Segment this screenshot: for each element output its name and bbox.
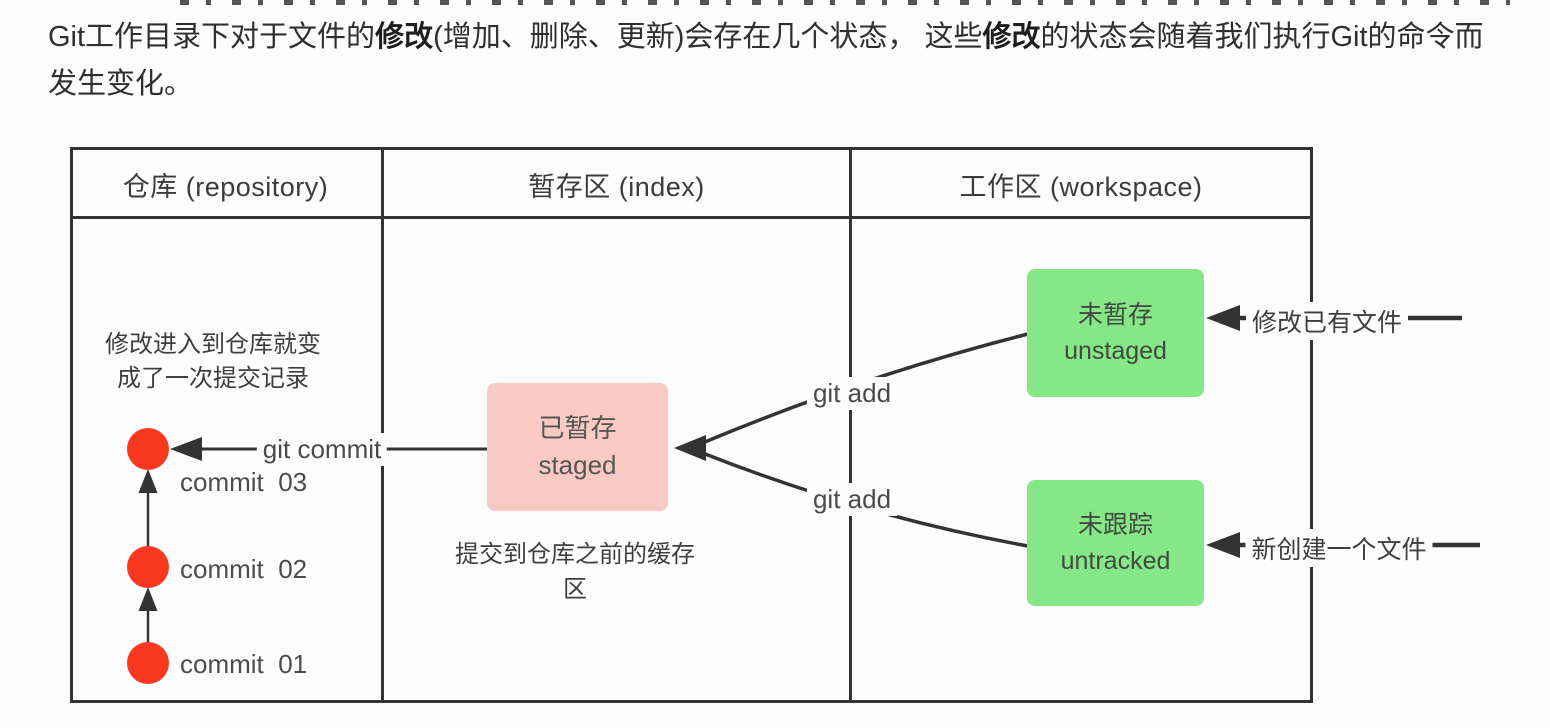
commit-03-label: commit 03 [180, 467, 308, 497]
column-divider-index-workspace [849, 147, 852, 700]
header-separator-line [70, 216, 1313, 219]
untracked-box-label-en: untracked [1060, 547, 1171, 575]
git-add-label-top: git add [806, 377, 898, 410]
intro-text: 发生变化。 [48, 68, 194, 100]
diagram-outer-border [70, 147, 1313, 703]
column-header-workspace: 工作区 (workspace) [959, 171, 1203, 202]
repository-note-line2: 成了一次提交记录 [117, 365, 309, 392]
commit-02-label: commit 02 [180, 554, 308, 584]
repository-note-line1: 修改进入到仓库就变 [105, 331, 321, 358]
staged-box-label-en: staged [538, 450, 617, 480]
unstaged-box-label-en: unstaged [1064, 337, 1167, 365]
intro-text: Git工作目录下对于文件的 [48, 21, 376, 53]
intro-text: 的状态会随着我们执行Git的命令而 [1040, 21, 1484, 53]
untracked-box-label-cn: 未跟踪 [1077, 511, 1153, 539]
git-commit-label: git commit [256, 433, 388, 466]
modify-existing-file-label: 修改已有文件 [1245, 302, 1409, 340]
unstaged-box-label-cn: 未暂存 [1077, 301, 1153, 329]
staged-box: 已暂存 staged [487, 383, 668, 511]
git-add-label-bottom: git add [806, 483, 898, 516]
intro-text: (增加、删除、更新)会存在几个状态， 这些 [433, 21, 983, 53]
intro-paragraph: Git工作目录下对于文件的修改(增加、删除、更新)会存在几个状态， 这些修改的状… [48, 14, 1518, 108]
create-new-file-label: 新创建一个文件 [1245, 529, 1433, 567]
repository-note: 修改进入到仓库就变 成了一次提交记录 [80, 328, 346, 396]
unstaged-box: 未暂存 unstaged [1027, 269, 1204, 397]
intro-bold-modify-2: 修改 [982, 21, 1041, 53]
commit-01-label: commit 01 [180, 649, 308, 679]
column-header-index: 暂存区 (index) [528, 171, 705, 202]
column-divider-repository-index [381, 147, 384, 700]
column-header-repository: 仓库 (repository) [122, 171, 329, 202]
untracked-box: 未跟踪 untracked [1027, 480, 1204, 606]
clipped-text-fragments [180, 0, 1510, 5]
intro-bold-modify-1: 修改 [375, 21, 434, 53]
staged-box-label-cn: 已暂存 [538, 413, 617, 443]
index-caption: 提交到仓库之前的缓存区 [455, 541, 695, 603]
